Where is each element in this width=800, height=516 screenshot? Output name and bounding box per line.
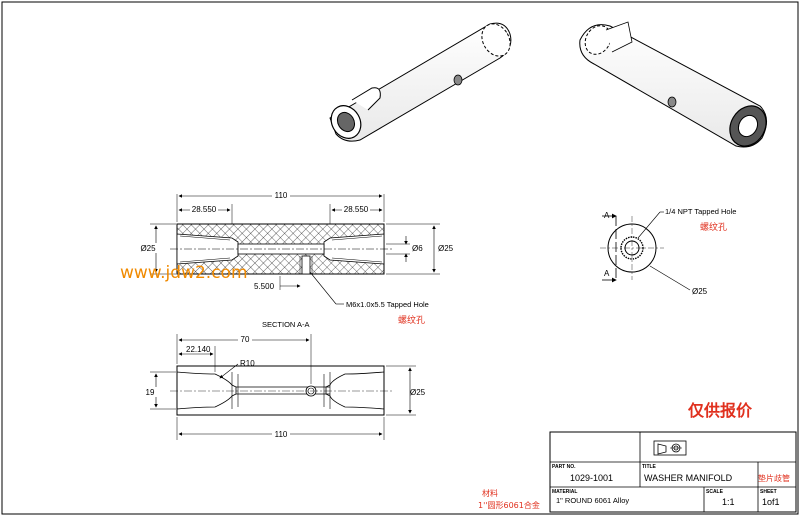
material-value: 1" ROUND 6061 Alloy <box>556 496 629 505</box>
drawing-title-cn: 垫片歧管 <box>758 473 790 483</box>
section-title: SECTION A-A <box>262 320 310 329</box>
front-view: 70 22.140 R10 19 Ø25 110 <box>143 334 426 440</box>
npt-note: 1/4 NPT Tapped Hole <box>665 207 736 216</box>
material-cn-1: 材料 <box>482 488 498 498</box>
material-label: MATERIAL <box>552 489 577 495</box>
projection-symbol-icon <box>653 440 687 456</box>
dim-overall-110: 110 <box>275 191 288 200</box>
title-label: TITLE <box>642 464 657 470</box>
material-cn-2: 1''圆形6061合金 <box>478 500 540 510</box>
dim-dia-bore: Ø6 <box>412 244 423 253</box>
section-marker-bottom: A <box>604 269 610 278</box>
end-diameter: Ø25 <box>692 287 708 296</box>
dim-radius: R10 <box>240 359 255 368</box>
dim-length-22: 22.140 <box>186 345 211 354</box>
dim-right-bore: 28.550 <box>344 205 369 214</box>
dim-hole-offset: 5.500 <box>254 282 275 291</box>
sheet-label: SHEET <box>760 489 777 495</box>
dim-overall-bottom: 110 <box>275 430 288 439</box>
drawing-title: WASHER MANIFOLD <box>644 473 733 483</box>
part-no-label: PART NO. <box>552 464 576 470</box>
scale-label: SCALE <box>706 489 724 495</box>
npt-cn: 螺纹孔 <box>700 221 727 233</box>
dim-dia-19: 19 <box>146 388 155 397</box>
section-view: 110 28.550 28.550 Ø25 Ø6 Ø25 5.500 <box>138 190 454 326</box>
dim-length-70: 70 <box>241 335 250 344</box>
tapped-hole-note: M6x1.0x5.5 Tapped Hole <box>346 300 429 309</box>
watermark: www.jdw2.com <box>120 263 248 283</box>
dim-dia-right: Ø25 <box>438 244 454 253</box>
title-block: PART NO. 1029-1001 TITLE WASHER MANIFOLD… <box>549 431 797 513</box>
tapped-hole-cn: 螺纹孔 <box>398 314 425 326</box>
scale-value: 1:1 <box>722 497 735 507</box>
end-view: A A 1/4 NPT Tapped Hole 螺纹孔 Ø25 <box>600 207 736 296</box>
isometric-view-left <box>329 22 512 142</box>
sheet-value: 1of1 <box>762 497 780 507</box>
isometric-view-right <box>579 21 767 148</box>
section-marker-top: A <box>604 211 610 220</box>
dim-dia-left: Ø25 <box>140 244 156 253</box>
price-note: 仅供报价 <box>687 401 753 420</box>
dim-left-bore: 28.550 <box>192 205 217 214</box>
dim-dia-25: Ø25 <box>410 388 426 397</box>
part-no: 1029-1001 <box>570 473 613 483</box>
